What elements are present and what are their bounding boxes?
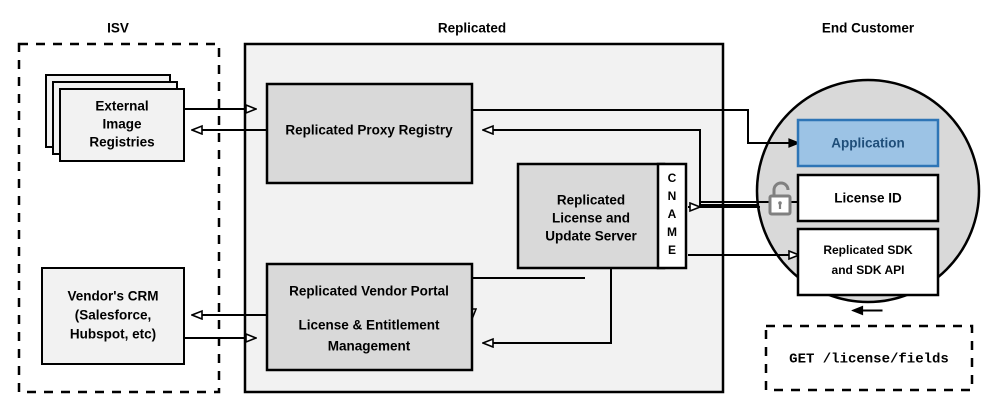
zone-title-end-customer: End Customer <box>822 21 915 36</box>
cname-letter-a: A <box>668 207 677 221</box>
license-server-line-3: Update Server <box>545 229 637 244</box>
vendor-portal-line-1: Replicated Vendor Portal <box>289 284 449 299</box>
sdk-line-2: and SDK API <box>832 263 905 277</box>
license-id-box <box>796 173 940 223</box>
vendor-portal-line-3: Management <box>328 339 411 354</box>
cname-box <box>656 162 688 270</box>
api-call-label: GET /license/fields <box>789 352 949 368</box>
license-id-label: License ID <box>834 191 902 206</box>
license-update-server-box <box>516 162 666 270</box>
vendor-portal-line-2: License & Entitlement <box>298 318 440 333</box>
replicated-sdk-box <box>796 227 940 297</box>
vendor-crm-line-3: Hubspot, etc) <box>70 327 156 342</box>
node-vendor-crm[interactable]: Vendor's CRM (Salesforce, Hubspot, etc) <box>41 267 185 365</box>
api-call-boundary <box>764 324 974 392</box>
cname-letter-n: N <box>668 189 677 203</box>
unlock-icon <box>768 181 792 216</box>
node-license-update-server[interactable]: Replicated License and Update Server <box>516 162 666 270</box>
cname-letter-m: M <box>667 225 677 239</box>
zone-title-isv: ISV <box>107 21 129 36</box>
proxy-registry-label: Replicated Proxy Registry <box>285 123 453 138</box>
node-external-image-registries[interactable]: External Image Registries <box>45 74 185 162</box>
cname-letter-c: C <box>668 171 677 185</box>
connector-license-server-to-portal <box>484 268 612 343</box>
node-vendor-portal[interactable]: Replicated Vendor Portal License & Entit… <box>265 262 474 372</box>
connector-customer-to-proxy <box>484 130 757 206</box>
node-replicated-sdk[interactable]: Replicated SDK and SDK API <box>796 227 940 297</box>
registries-line-2: Image <box>102 117 142 132</box>
cname-letter-e: E <box>668 243 676 257</box>
zone-title-replicated: Replicated <box>438 21 506 36</box>
registries-line-1: External <box>95 99 148 114</box>
application-box <box>796 118 940 168</box>
node-application[interactable]: Application <box>796 118 940 168</box>
vendor-crm-line-2: (Salesforce, <box>75 308 152 323</box>
isv-zone-boundary <box>17 42 221 394</box>
vendor-crm-line-1: Vendor's CRM <box>68 289 159 304</box>
registries-line-3: Registries <box>89 135 154 150</box>
node-license-id[interactable]: License ID <box>796 173 940 223</box>
application-label: Application <box>831 136 905 151</box>
sdk-line-1: Replicated SDK <box>823 243 913 257</box>
proxy-registry-box <box>265 82 474 185</box>
vendor-portal-box <box>265 262 474 372</box>
node-cname-strip[interactable]: C N A M E <box>656 162 688 270</box>
vendor-crm-box <box>41 267 185 365</box>
stack-front <box>59 88 185 162</box>
api-call-box: GET /license/fields <box>764 324 974 392</box>
license-server-line-2: License and <box>552 211 630 226</box>
license-server-line-1: Replicated <box>557 193 625 208</box>
connector-proxy-to-application <box>472 109 798 143</box>
node-replicated-proxy-registry[interactable]: Replicated Proxy Registry <box>265 82 474 185</box>
